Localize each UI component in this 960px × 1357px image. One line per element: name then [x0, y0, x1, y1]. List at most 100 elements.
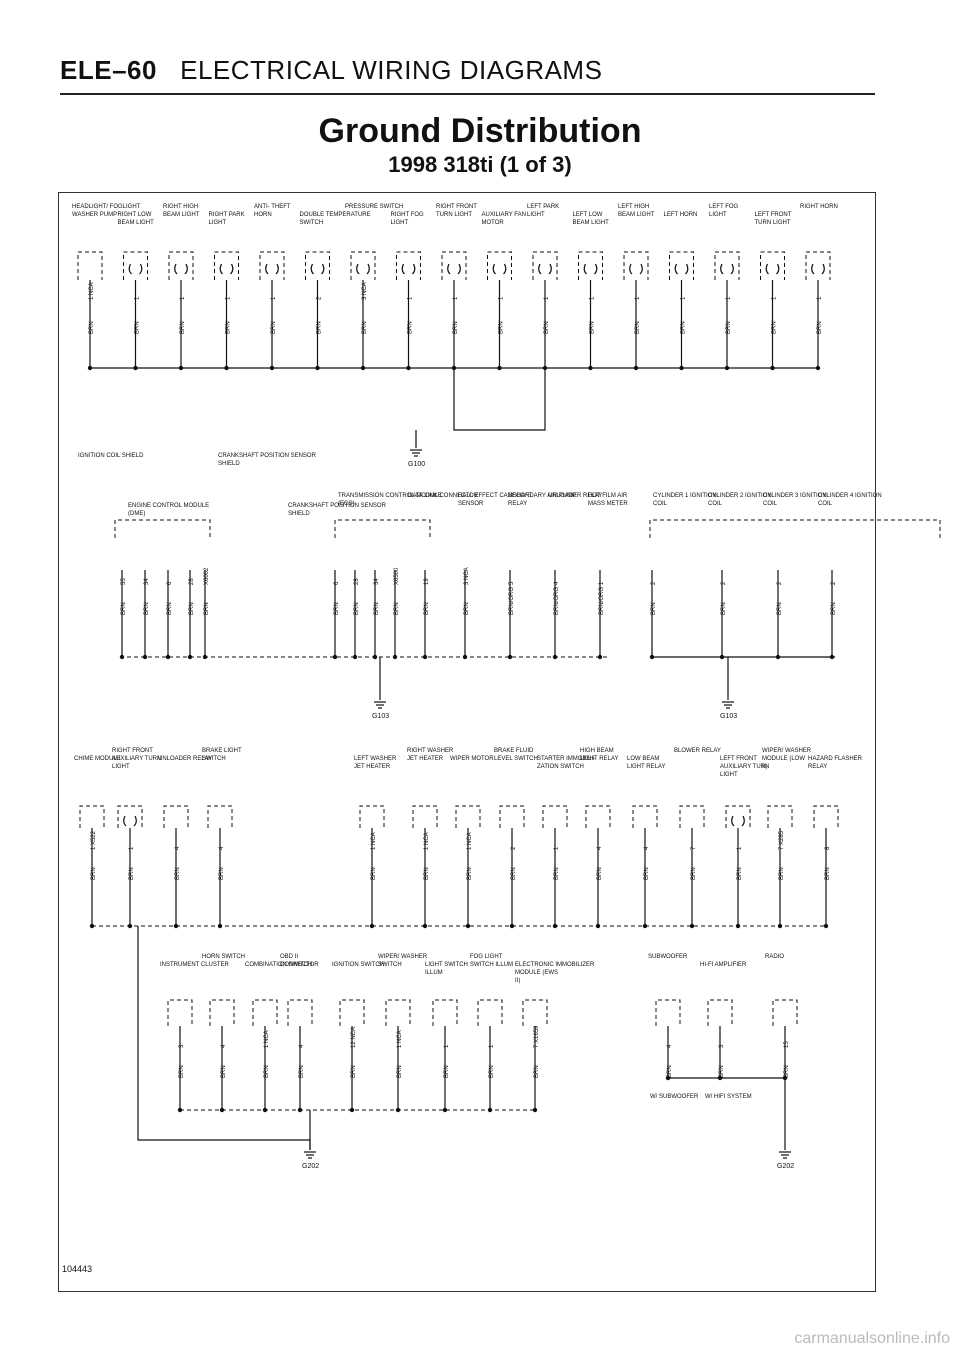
row2-component-label-1: CRANKSHAFT POSITION SENSOR	[218, 453, 317, 459]
row4-component-box-10	[707, 999, 733, 1026]
row4-component-label-3: OBD II	[280, 954, 298, 960]
row2-wirecolor-9: BRN	[424, 602, 430, 615]
row3-component-box-0	[79, 805, 105, 828]
row2-component-label-7: RELAY	[508, 501, 527, 507]
row1-pin-10: 1	[544, 296, 550, 300]
row4-component-label-2: COMBINATION SWITCH	[245, 962, 312, 968]
row3-component-box-1	[117, 805, 143, 828]
row1-component-label-14: LEFT FOG	[709, 204, 739, 210]
row3-bulb-12	[731, 815, 745, 827]
row1-pin-15: 1	[772, 296, 778, 300]
row4-component-label-9: SUBWOOFER	[648, 954, 688, 960]
row3-component-label-0: CHIME MODULE	[74, 756, 121, 762]
row2-pin-6: 28	[354, 578, 360, 585]
row3-wirecolor-10: BRN	[644, 867, 650, 880]
row2-component-label-3: CRANKSHAFT POSITION SENSOR	[288, 503, 387, 509]
row3-component-label-10: LOW BEAM	[627, 756, 659, 762]
row2-splice-11	[507, 654, 513, 660]
row1-component-box-7	[396, 251, 421, 280]
row3-wirecolor-4: BRN	[371, 867, 377, 880]
row3-component-label-13: WIPER/ WASHER	[762, 748, 812, 754]
row4-note-subwoofer: W/ SUBWOOFER	[650, 1094, 699, 1100]
row1-component-label-14: LIGHT	[709, 212, 727, 218]
row1-wirecolor-2: BRN	[180, 321, 186, 334]
row4-pin-7: 1	[489, 1044, 495, 1048]
row2-wirecolor-1: BRN	[144, 602, 150, 615]
row1-pin-8: 1	[453, 296, 459, 300]
row2-component-label-1: SHIELD	[218, 461, 240, 467]
row1-bulb-5	[310, 263, 325, 275]
row3-component-label-9: HIGH BEAM	[580, 748, 614, 754]
row2-pin-17: 2	[831, 581, 837, 585]
row2-wirecolor-0: BRN	[121, 602, 127, 615]
row3-component-box-14	[813, 805, 839, 828]
row4-component-box-8	[522, 999, 548, 1026]
row2-wirecolor-7: BRN	[374, 602, 380, 615]
row4-component-label-8: II)	[515, 978, 520, 984]
row1-pin-16: 1	[817, 296, 823, 300]
row3-component-label-3: BRAKE LIGHT	[202, 748, 242, 754]
row3-component-box-2	[163, 805, 189, 828]
row4-pin-4: 12 NCA	[351, 1027, 357, 1048]
row2-component-label-10: CYLINDER 1 IGNITION	[653, 493, 717, 499]
row1-component-label-11: BEAM LIGHT	[573, 220, 610, 226]
row2-component-label-4: TRANSMISSION CONTROL MODULE	[338, 493, 442, 499]
row1-wirecolor-14: BRN	[726, 321, 732, 334]
row2-pin-11: 5	[509, 581, 515, 585]
row2-component-label-7: SECONDARY AIR PUMP	[508, 493, 576, 499]
row3-component-label-12: AUXILIARY TURN	[720, 764, 769, 770]
row1-pin-0: 1 NCA	[89, 282, 95, 300]
row3-component-box-4	[359, 805, 385, 828]
row4-component-box-7	[477, 999, 503, 1026]
row3-component-label-8: STARTER IMMOBILI-	[537, 756, 595, 762]
row1-wirecolor-5: BRN	[317, 321, 323, 334]
row4-wirecolor-4: BRN	[351, 1065, 357, 1078]
row4-component-label-3: CONNECTOR	[280, 962, 319, 968]
row1-wirecolor-11: BRN	[590, 321, 596, 334]
row1-component-label-10: LIGHT	[527, 212, 545, 218]
row1-component-box-0	[77, 251, 103, 280]
row2-wirecolor-8: BRN	[394, 602, 400, 615]
row4-wirecolor-1: BRN	[221, 1065, 227, 1078]
row3-splice-11	[689, 923, 695, 929]
row3-component-box-6	[455, 805, 481, 828]
row4-wirecolor-9: BRN	[667, 1065, 673, 1078]
row2-splice-2	[165, 654, 171, 660]
row3-component-label-1: RIGHT FRONT	[112, 748, 153, 754]
row1-collector	[453, 368, 546, 431]
row1-component-box-2	[168, 251, 194, 280]
row2-component-label-9: HOT FILM AIR	[588, 493, 628, 499]
row3-component-label-7: LEVEL SWITCH	[494, 756, 538, 762]
row1-component-label-0: WASHER PUMP	[72, 212, 117, 218]
row3-pin-1: 1	[129, 846, 135, 850]
row3-splice-14	[823, 923, 829, 929]
row1-pin-12: 1	[635, 296, 641, 300]
row3-wirecolor-1: BRN	[129, 867, 135, 880]
row3-component-label-9: LIGHT RELAY	[580, 756, 618, 762]
row2-wirecolor-14: BRN	[651, 602, 657, 615]
row3-pin-3: 4	[219, 846, 225, 850]
row2-component-label-6: SENSOR	[458, 501, 484, 507]
row1-component-label-8: RIGHT FRONT	[436, 204, 477, 210]
row1-wirecolor-10: BRN	[544, 321, 550, 334]
row2-component-label-13: CYLINDER 4 IGNITION	[818, 493, 882, 499]
row3-component-box-12	[725, 805, 751, 828]
row3-pin-10: 4	[644, 846, 650, 850]
row4-pin-3: 4	[299, 1044, 305, 1048]
row3-component-box-10	[632, 805, 658, 828]
row3-wirecolor-8: BRN	[554, 867, 560, 880]
row3-wirecolor-14: BRN	[825, 867, 831, 880]
row1-wirecolor-15: BRN	[772, 321, 778, 334]
row2-pin-5: 6	[334, 581, 340, 585]
row3-pin-0: 1 X522	[91, 830, 97, 850]
row3-component-label-5: RIGHT WASHER	[407, 748, 454, 754]
row3-wirecolor-6: BRN	[467, 867, 473, 880]
row3-component-box-11	[679, 805, 705, 828]
row4-component-box-5	[385, 999, 411, 1026]
row4-wirecolor-5: BRN	[397, 1065, 403, 1078]
row4-component-box-0	[167, 999, 193, 1026]
row1-component-box-5	[305, 251, 330, 280]
row3-pin-6: 1 NCA	[467, 832, 473, 850]
row3-component-label-1: AUXILIARY TURN	[112, 756, 161, 762]
row4-wirecolor-7: BRN	[489, 1065, 495, 1078]
